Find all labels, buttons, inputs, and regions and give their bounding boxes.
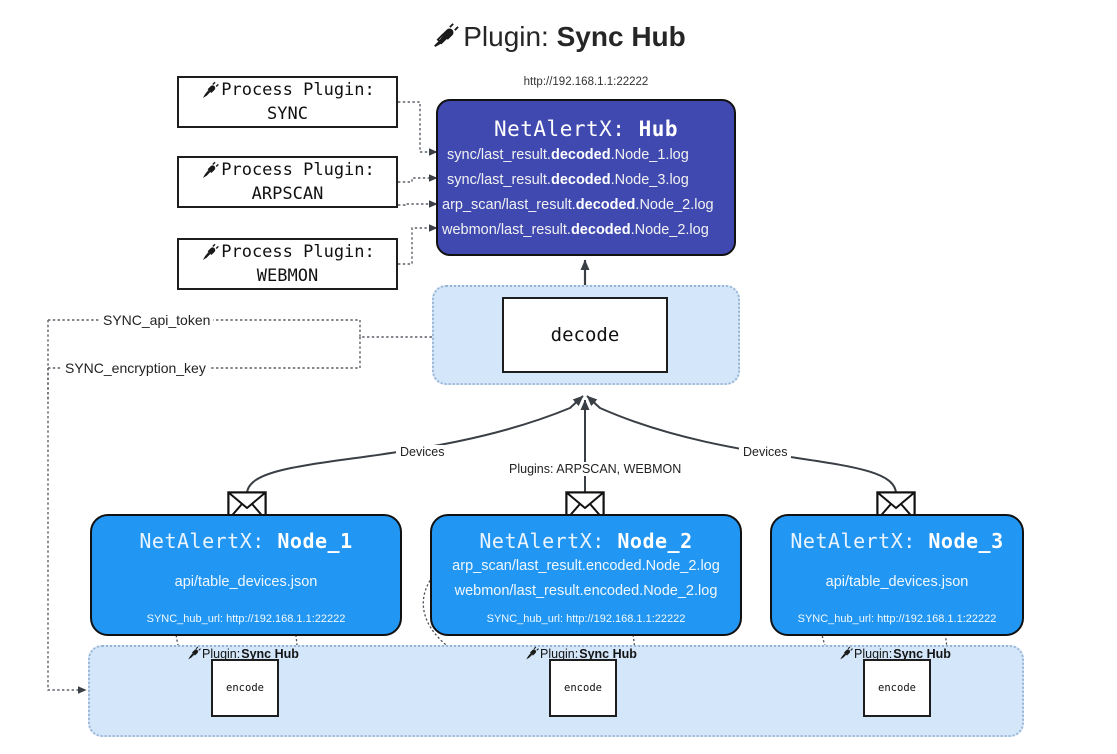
title-prefix: Plugin: bbox=[463, 21, 549, 52]
process-plugin-box-arpscan[interactable]: Process Plugin: ARPSCAN bbox=[177, 156, 398, 208]
hub-log-line: sync/last_result.decoded.Node_3.log bbox=[447, 172, 689, 188]
node-line: api/table_devices.json bbox=[825, 574, 969, 590]
plug-icon bbox=[526, 646, 539, 660]
process-plugin-name: ARPSCAN bbox=[251, 184, 324, 204]
hub-title: NetAlertX: Hub bbox=[438, 115, 734, 143]
encoder-label-node-2: Plugin: Sync Hub bbox=[524, 646, 637, 661]
node-card-node-3[interactable]: NetAlertX: Node_3 api/table_devices.json… bbox=[770, 514, 1024, 636]
plug-icon bbox=[203, 161, 220, 178]
page-title: Plugin: Sync Hub bbox=[0, 16, 1117, 58]
node-title: NetAlertX: Node_3 bbox=[790, 529, 1004, 553]
edge-label-devices-left: Devices bbox=[396, 445, 449, 459]
encoder-label-node-3: Plugin: Sync Hub bbox=[838, 646, 951, 661]
node-card-node-1[interactable]: NetAlertX: Node_1 api/table_devices.json… bbox=[90, 514, 402, 636]
plug-icon bbox=[188, 646, 201, 660]
hub-title-name: Hub bbox=[638, 117, 679, 141]
edge-label-devices-right: Devices bbox=[739, 445, 792, 459]
process-plugin-name: WEBMON bbox=[256, 266, 319, 286]
process-plugin-label: Process Plugin: bbox=[221, 242, 375, 262]
node-hub-url: SYNC_hub_url: http://192.168.1.1:22222 bbox=[146, 613, 346, 625]
process-plugin-box-sync[interactable]: Process Plugin: SYNC bbox=[177, 76, 398, 128]
encoder-label-node-1: Plugin: Sync Hub bbox=[186, 646, 299, 661]
edge-label-plugins: Plugins: ARPSCAN, WEBMON bbox=[505, 462, 686, 476]
node-line: arp_scan/last_result.encoded.Node_2.log bbox=[452, 558, 720, 574]
encode-box-node-1[interactable]: encode bbox=[211, 659, 279, 717]
plug-icon bbox=[203, 243, 220, 260]
node-line: api/table_devices.json bbox=[174, 574, 318, 590]
process-plugin-box-webmon[interactable]: Process Plugin: WEBMON bbox=[177, 238, 398, 290]
node-line: webmon/last_result.encoded.Node_2.log bbox=[454, 583, 718, 599]
process-plugin-label: Process Plugin: bbox=[221, 160, 375, 180]
decode-box[interactable]: decode bbox=[502, 297, 668, 373]
encode-box-node-3[interactable]: encode bbox=[863, 659, 931, 717]
hub-title-prefix: NetAlertX: bbox=[493, 117, 626, 141]
node-hub-url: SYNC_hub_url: http://192.168.1.1:22222 bbox=[797, 613, 997, 625]
secret-label-api-token: SYNC_api_token bbox=[100, 312, 214, 328]
hub-url-label: http://192.168.1.1:22222 bbox=[523, 76, 649, 88]
hub-log-line: sync/last_result.decoded.Node_1.log bbox=[447, 147, 689, 163]
plug-icon bbox=[434, 23, 459, 47]
hub-log-line: webmon/last_result.decoded.Node_2.log bbox=[442, 222, 709, 238]
node-title: NetAlertX: Node_1 bbox=[139, 529, 353, 553]
plug-icon bbox=[840, 646, 853, 660]
title-name: Sync Hub bbox=[556, 21, 686, 52]
hub-log-line: arp_scan/last_result.decoded.Node_2.log bbox=[442, 197, 714, 213]
plug-icon bbox=[203, 81, 220, 98]
node-hub-url: SYNC_hub_url: http://192.168.1.1:22222 bbox=[486, 613, 686, 625]
encode-box-node-2[interactable]: encode bbox=[549, 659, 617, 717]
secret-label-encryption-key: SYNC_encryption_key bbox=[62, 360, 209, 376]
node-card-node-2[interactable]: NetAlertX: Node_2 arp_scan/last_result.e… bbox=[430, 514, 742, 636]
process-plugin-label: Process Plugin: bbox=[221, 80, 375, 100]
node-title: NetAlertX: Node_2 bbox=[479, 529, 693, 553]
process-plugin-name: SYNC bbox=[267, 104, 308, 124]
hub-card[interactable]: NetAlertX: Hub sync/last_result.decoded.… bbox=[436, 99, 736, 256]
